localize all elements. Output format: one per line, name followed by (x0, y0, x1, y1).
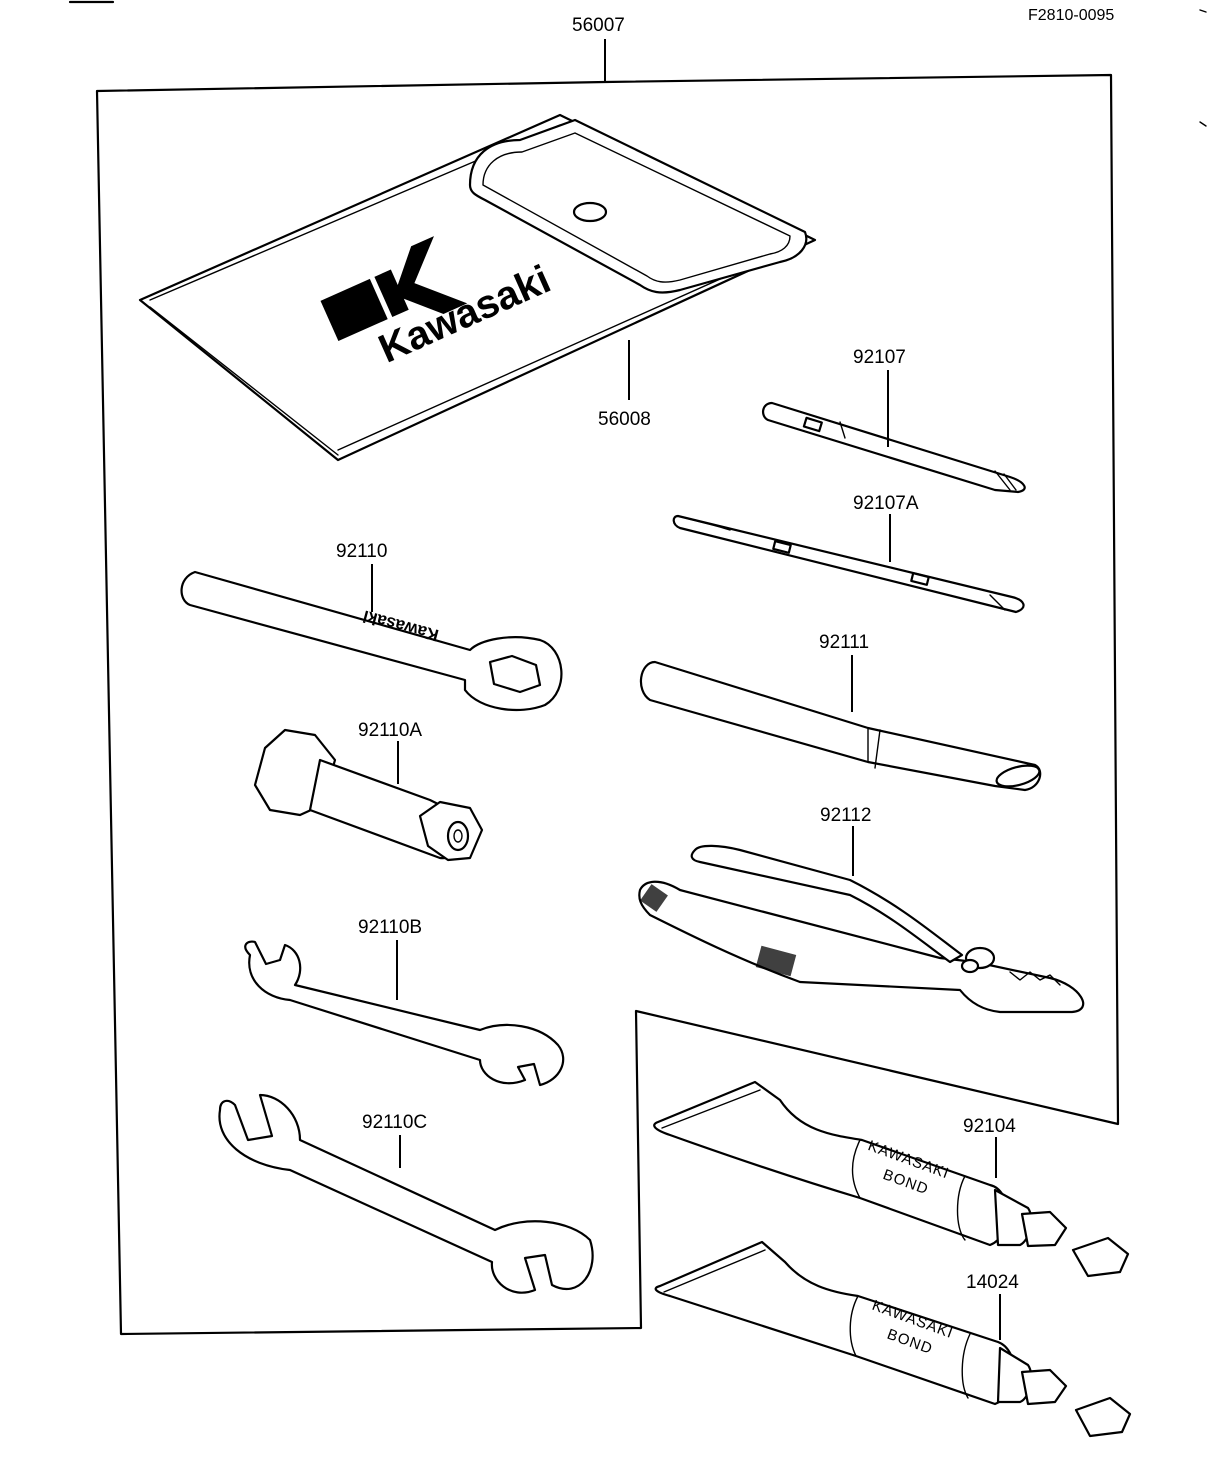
document-id: F2810-0095 (1028, 7, 1114, 24)
part-number-56007: 56007 (572, 15, 625, 36)
bag-snap-button (572, 201, 608, 223)
open-end-wrench-small (244, 940, 565, 1087)
screwdriver-double-ended (672, 514, 1025, 614)
part-number-92107: 92107 (853, 347, 906, 368)
spark-plug-socket-wrench (253, 728, 484, 862)
part-number-14024: 14024 (966, 1272, 1019, 1293)
part-number-92112: 92112 (820, 805, 871, 826)
part-number-92104: 92104 (963, 1116, 1016, 1137)
bond-tube-upper: KAWASAKI BOND (653, 1080, 1130, 1278)
tool-kit-frame (95, 73, 1120, 1336)
part-number-92110a: 92110A (358, 720, 422, 741)
part-number-92110b: 92110B (358, 917, 422, 938)
corner-mark-right-lower (1199, 121, 1207, 127)
part-number-92110: 92110 (336, 541, 387, 562)
open-end-wrench-large (218, 1093, 594, 1294)
part-number-56008: 56008 (598, 409, 651, 430)
tool-handle-tube (639, 660, 1042, 792)
tool-bag: Kawasaki (138, 113, 817, 462)
pliers (638, 844, 1085, 1014)
part-number-92107a: 92107A (853, 493, 919, 514)
bond-tube-lower: KAWASAKI BOND (654, 1240, 1132, 1438)
part-number-92111: 92111 (819, 632, 869, 653)
part-number-92110c: 92110C (362, 1112, 427, 1133)
screwdriver-bit (762, 401, 1026, 494)
corner-mark-right (1199, 9, 1207, 13)
